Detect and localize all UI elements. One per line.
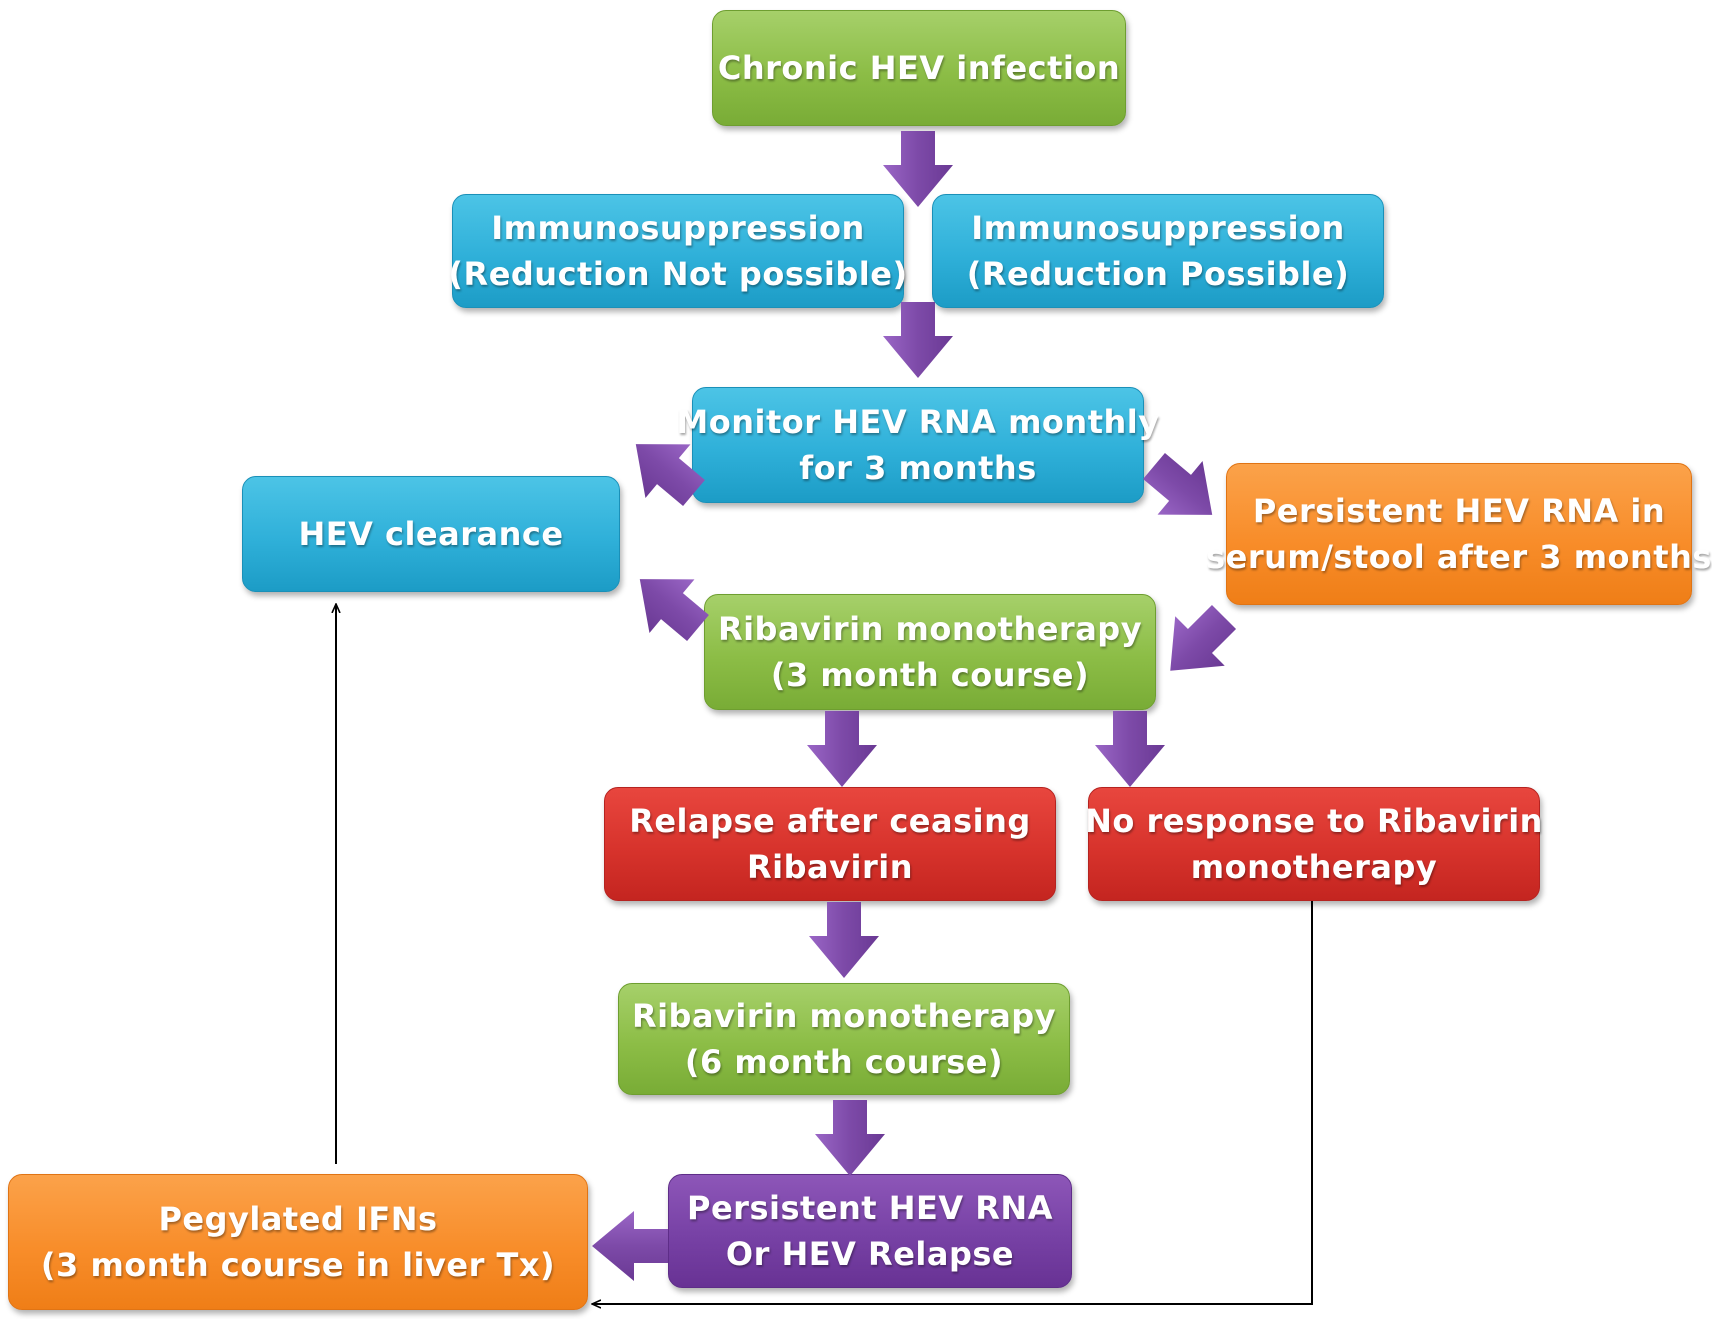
node-persistent-hev-rna-after-3-months: Persistent HEV RNA in serum/stool after … (1206, 463, 1711, 605)
node-no-response-to-ribavirin: No response to Ribavirin monotherapy (1085, 787, 1543, 901)
node-line: Or HEV Relapse (725, 1235, 1015, 1273)
node-line: serum/stool after 3 months (1206, 538, 1712, 576)
node-immunosuppression-reduction-possible: Immunosuppression (Reduction Possible) (932, 194, 1384, 308)
arrow-immunosuppression-to-monitor (883, 302, 953, 378)
node-line: HEV clearance (298, 515, 564, 553)
node-line: monotherapy (1190, 848, 1438, 886)
node-chronic-hev-infection: Chronic HEV infection (712, 10, 1126, 126)
node-line: Persistent HEV RNA in (1252, 492, 1666, 530)
node-line: Immunosuppression (971, 209, 1345, 247)
arrow-relapse-to-ribavirin-6-month (809, 902, 879, 978)
node-monitor-hev-rna: Monitor HEV RNA monthly for 3 months (676, 387, 1159, 503)
node-line: Monitor HEV RNA monthly (676, 403, 1160, 441)
node-line: Ribavirin (747, 848, 913, 886)
node-line: Persistent HEV RNA (687, 1189, 1053, 1227)
arrow-monitor-to-persistent (1143, 452, 1213, 515)
node-line: Relapse after ceasing (629, 802, 1031, 840)
node-line: Immunosuppression (491, 209, 865, 247)
node-line: for 3 months (799, 449, 1037, 487)
node-persistent-hev-rna-or-relapse: Persistent HEV RNA Or HEV Relapse (668, 1174, 1072, 1288)
arrow-ribavirin-3-month-to-relapse (807, 711, 877, 787)
node-pegylated-ifns: Pegylated IFNs (3 month course in liver … (8, 1174, 588, 1310)
node-ribavirin-3-month-course: Ribavirin monotherapy (3 month course) (704, 594, 1156, 710)
arrow-persistent-to-pegylated (592, 1211, 668, 1281)
node-line: (Reduction Possible) (966, 255, 1350, 293)
node-line: No response to Ribavirin (1085, 802, 1543, 840)
node-ribavirin-6-month-course: Ribavirin monotherapy (6 month course) (618, 983, 1070, 1095)
node-line: (6 month course) (684, 1043, 1004, 1081)
node-immunosuppression-reduction-not-possible: Immunosuppression (Reduction Not possibl… (448, 194, 907, 308)
node-line: (3 month course in liver Tx) (40, 1246, 556, 1284)
node-line: (Reduction Not possible) (448, 255, 908, 293)
node-line: Chronic HEV infection (717, 49, 1121, 87)
arrow-persistent-to-ribavirin-3-month (1170, 604, 1237, 671)
node-line: Ribavirin monotherapy (717, 610, 1143, 648)
arrow-ribavirin-6-month-to-persistent (815, 1100, 885, 1176)
node-line: Pegylated IFNs (158, 1200, 438, 1238)
node-line: (3 month course) (770, 656, 1090, 694)
arrow-ribavirin-3-month-to-no-response (1095, 711, 1165, 787)
node-line: Ribavirin monotherapy (631, 997, 1057, 1035)
node-hev-clearance: HEV clearance (242, 476, 620, 592)
node-relapse-after-ceasing-ribavirin: Relapse after ceasing Ribavirin (604, 787, 1056, 901)
